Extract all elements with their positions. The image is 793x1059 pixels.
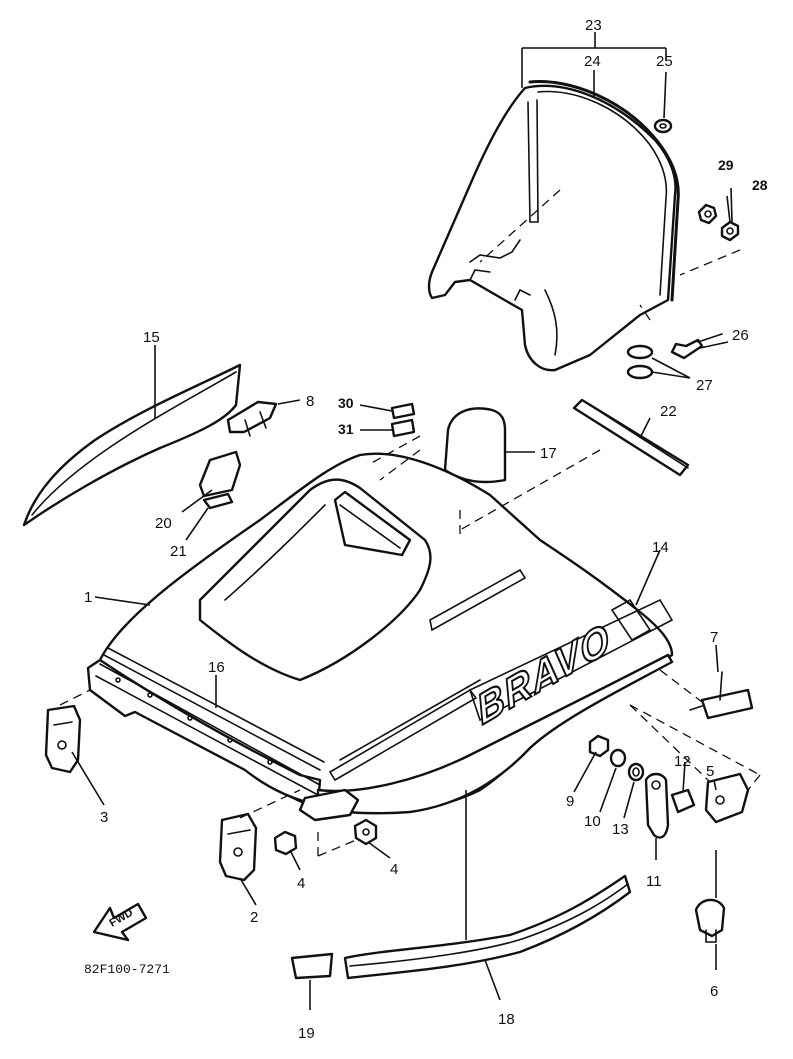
callout-17: 17 [540,445,557,462]
callout-3: 3 [100,809,108,826]
front-direction-arrow: FWD [92,902,148,942]
callout-4a: 4 [297,875,305,892]
hood-1: BRAVO [86,452,674,822]
callout-31: 31 [338,421,354,437]
callout-18: 18 [498,1011,515,1028]
callout-29: 29 [718,157,734,173]
hood-window [333,490,412,557]
label-30 [390,402,416,420]
label-31 [390,418,416,438]
spring-washer-27 [626,344,654,380]
seal-strip-22 [572,398,690,477]
callout-13: 13 [612,821,629,838]
pad-20 [198,450,242,498]
callout-21: 21 [170,543,187,560]
bracket-8 [226,400,278,437]
latch-arm-11 [644,772,670,839]
spacer-12 [670,788,696,814]
callout-7: 7 [710,629,718,646]
callout-25: 25 [656,53,673,70]
nut-9 [588,734,610,758]
washer-10 [609,748,627,768]
visor-17 [443,407,507,484]
bolt-26 [670,333,723,360]
callout-labels: 23 24 25 29 28 26 27 15 8 30 31 17 22 20… [84,17,768,1042]
callout-19: 19 [298,1025,315,1042]
washer-28 [720,220,740,242]
callout-1: 1 [84,589,92,606]
washer-13 [627,762,645,782]
callout-16: 16 [208,659,225,676]
side-stripe-15 [22,363,242,527]
callout-30: 30 [338,395,354,411]
grommet-25 [653,118,673,134]
latch-pin-7 [689,671,754,720]
callout-11: 11 [646,873,662,890]
callout-20: 20 [155,515,172,532]
callout-2: 2 [250,909,258,926]
windshield-molding [528,80,680,302]
grommet-4b [353,818,378,846]
hinge-2 [218,812,258,882]
callout-23: 23 [585,17,602,34]
callout-15: 15 [143,329,160,346]
windshield-assembly [427,80,741,380]
callout-4b: 4 [390,861,398,878]
windshield [427,84,677,372]
callout-27: 27 [696,377,713,394]
callout-8: 8 [306,393,314,410]
dashed-guides [59,435,761,857]
callout-12: 12 [674,753,691,770]
callout-24: 24 [584,53,601,70]
knob-6 [694,898,726,943]
callout-14: 14 [652,539,669,556]
callout-28: 28 [752,177,768,193]
callout-9: 9 [566,793,574,810]
hood-trim-16 [103,654,321,771]
leader-lines [71,32,733,1010]
pad-21 [202,492,234,510]
callout-26: 26 [732,327,749,344]
hinge-3 [44,704,82,774]
latch-bracket-5 [704,772,750,824]
diagram-code: 82F100-7271 [84,962,170,977]
callout-6: 6 [710,983,718,1000]
callout-22: 22 [660,403,677,420]
grommet-4a [273,830,298,856]
callout-5: 5 [706,763,714,780]
callout-10: 10 [584,813,601,830]
pad-19 [290,952,334,980]
bumper-18 [343,874,632,980]
nut-29 [697,203,718,225]
